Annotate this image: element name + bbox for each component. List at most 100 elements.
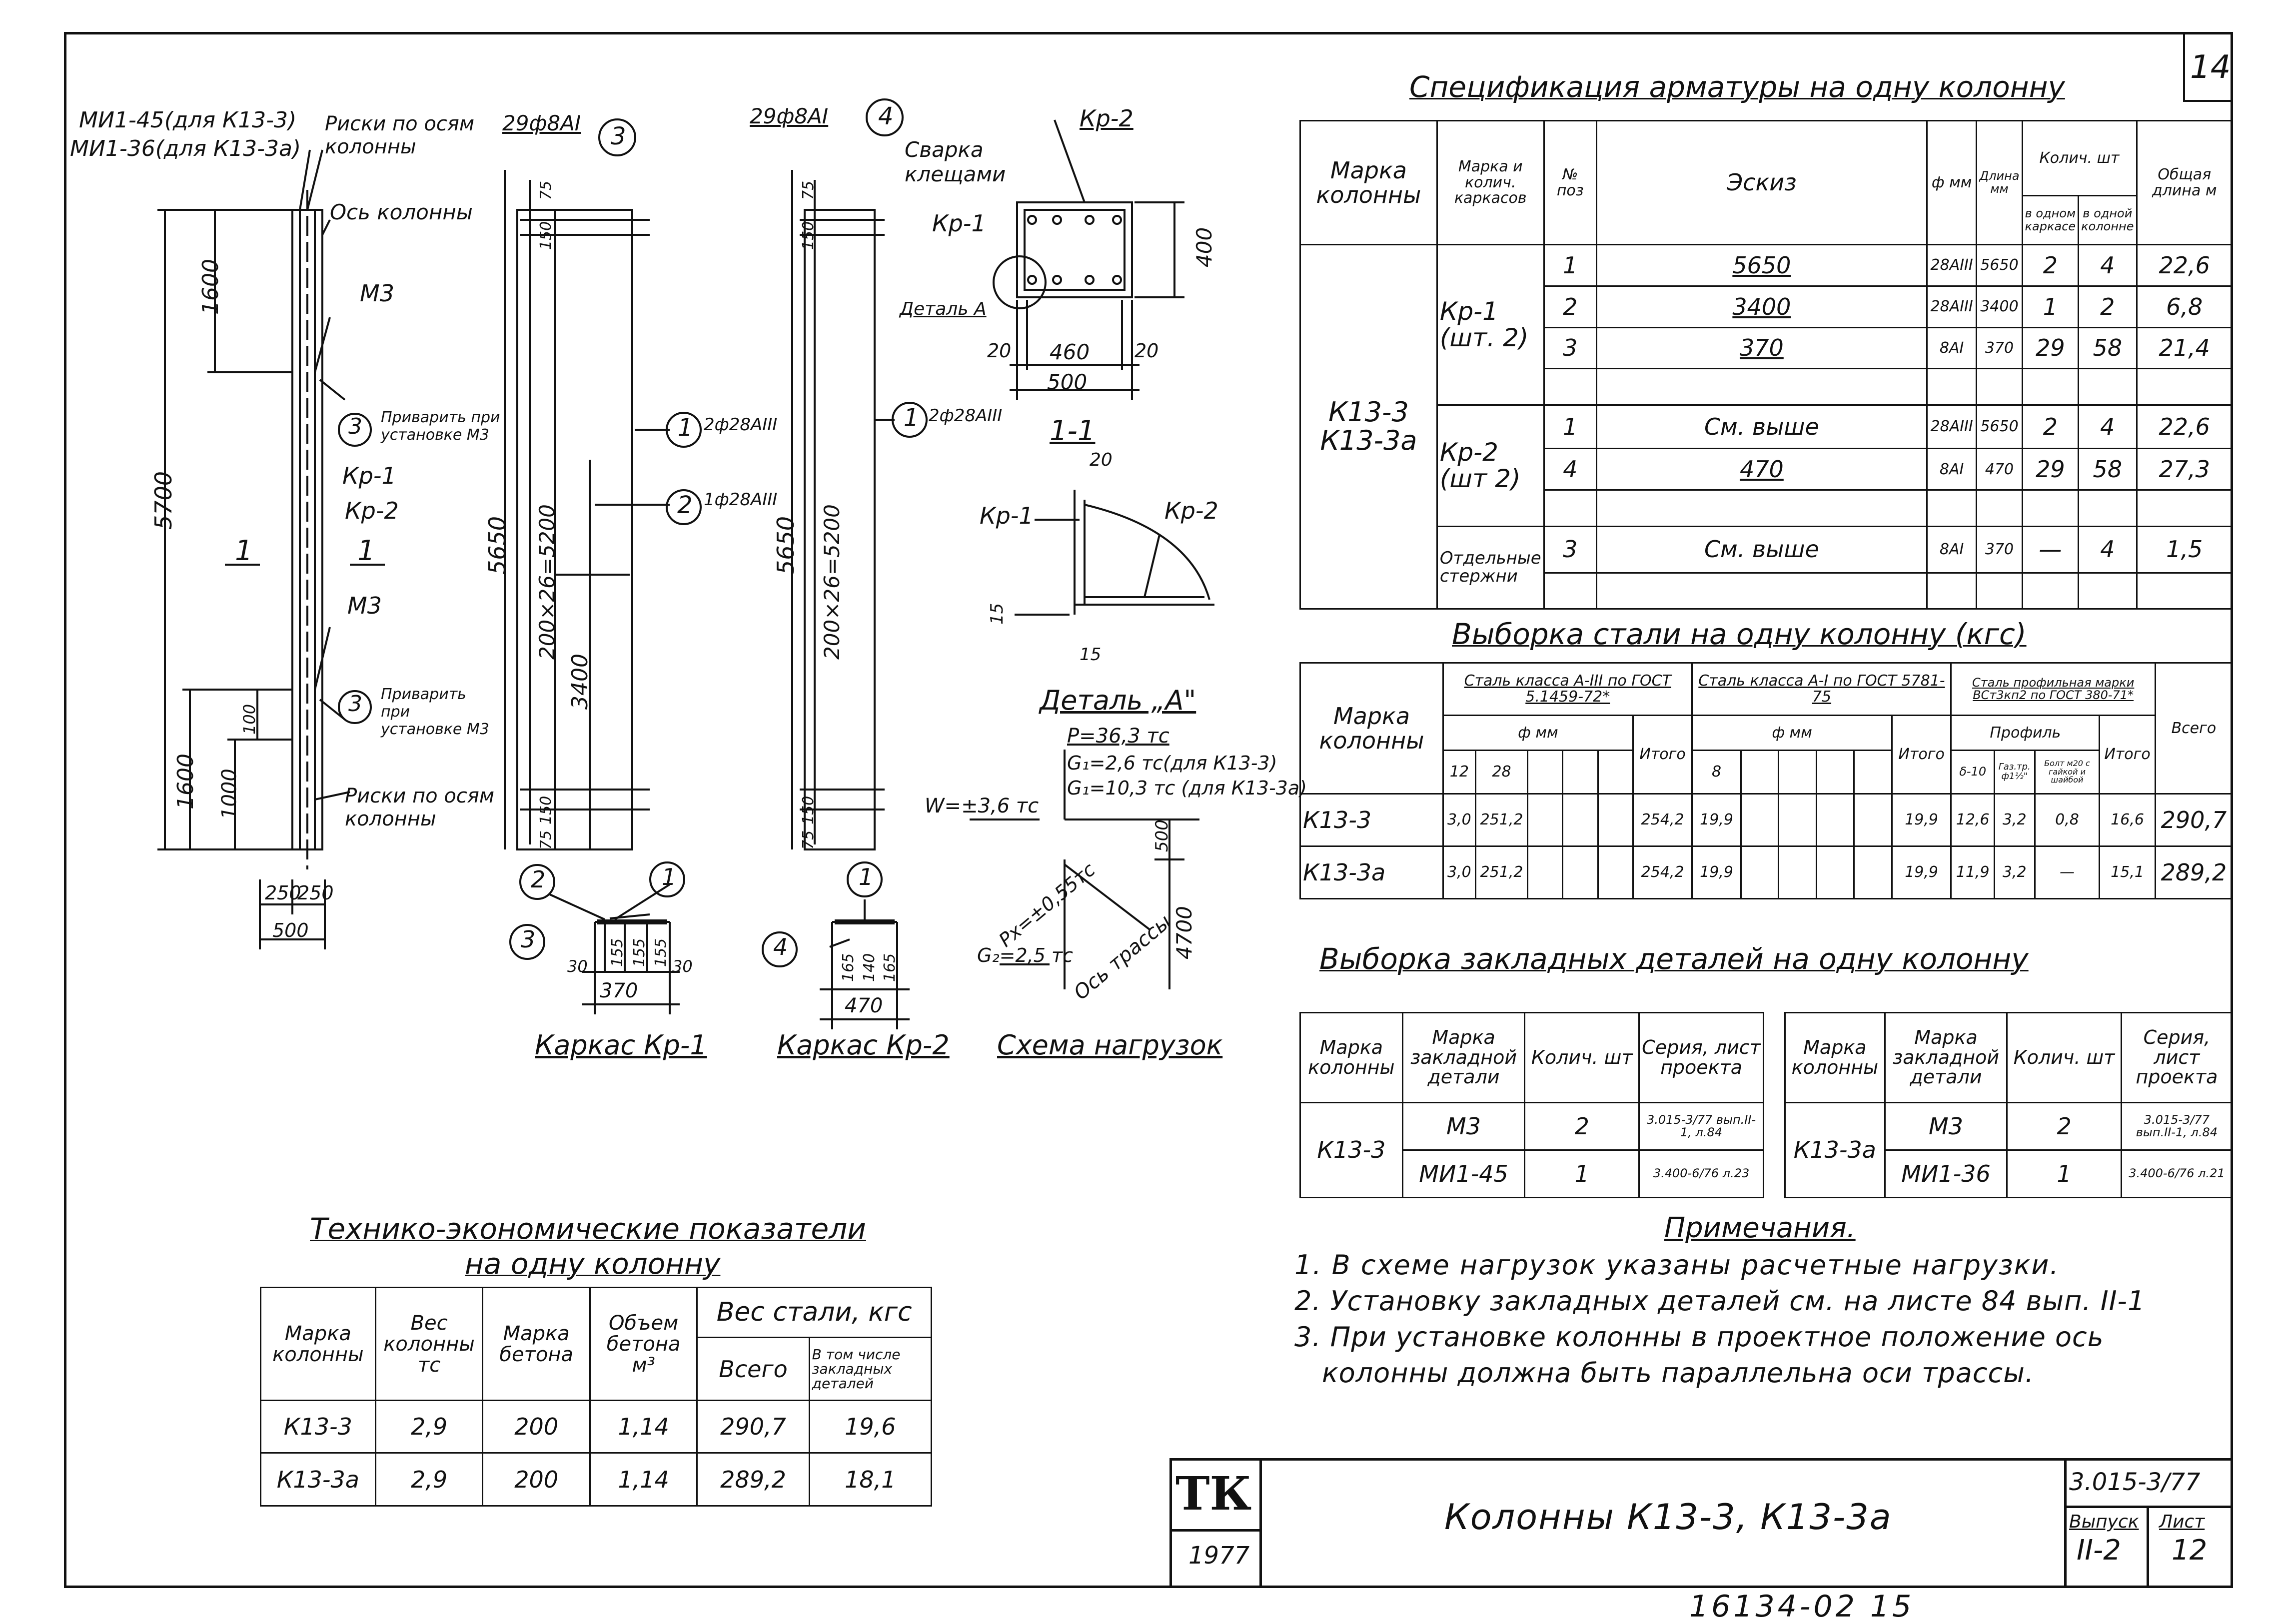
- kr1-sec-155b: 155: [631, 938, 648, 967]
- spec-per-col: 4: [2078, 404, 2138, 450]
- spec-h-dia: ф мм: [1926, 119, 1978, 246]
- steel-title: Выборка стали на одну колонну (кгс): [1452, 617, 2027, 651]
- col-label-top1: МИ1-45(для К13-3): [79, 107, 297, 133]
- section-mark-left: 1: [235, 535, 253, 567]
- kr2-sec-circle-1: 1: [859, 863, 874, 890]
- kr1-dim-3400: 3400: [567, 654, 593, 710]
- emb-qty: 1: [2006, 1149, 2122, 1198]
- steel-h-prof: Сталь профильная марки ВСт3кп2 по ГОСТ 3…: [1950, 662, 2156, 716]
- spec-len: 370: [1976, 525, 2023, 574]
- emb-qty: 1: [1524, 1149, 1640, 1198]
- steel-h-mark: Марка колонны: [1299, 662, 1444, 795]
- spec-total: 22,6: [2136, 244, 2233, 287]
- spec-h-per-frame: в одном каркасе: [2021, 194, 2080, 246]
- spec-per-frame: 29: [2021, 326, 2080, 370]
- sec-dim-460: 460: [1050, 340, 1090, 364]
- spec-pos: 2: [1543, 285, 1597, 328]
- spec-sketch: 370: [1595, 326, 1928, 370]
- section-mark-right: 1: [357, 535, 375, 567]
- spec-dia: 8АI: [1926, 448, 1978, 491]
- pos2-circle: 2: [677, 491, 693, 519]
- spec-pos: 4: [1543, 448, 1597, 491]
- circle3-bottom: 3: [348, 691, 362, 717]
- emb-h-mark: Марка колонны: [1299, 1012, 1403, 1103]
- steel-p2: 3,2: [1993, 845, 2036, 899]
- emb-h-mark: Марка колонны: [1784, 1012, 1886, 1103]
- steel-p2: 3,2: [1993, 793, 2036, 847]
- kr1-label-col: Кр-1: [342, 462, 396, 489]
- emb-qty: 2: [1524, 1102, 1640, 1151]
- emb-h-qty: Колич. шт: [1524, 1012, 1640, 1103]
- kr2-pos1-label: 2ф28АIII: [929, 406, 1003, 426]
- spec-len: 5650: [1976, 244, 2023, 287]
- circle3-top: 3: [348, 414, 362, 439]
- dim-100: 100: [240, 704, 259, 735]
- sec-dim-500: 500: [1047, 370, 1088, 394]
- spec-per-col: 58: [2078, 448, 2138, 491]
- spec-per-col: 4: [2078, 244, 2138, 287]
- detail-a-kr1: Кр-1: [980, 502, 1034, 529]
- sec-dim-400: 400: [1192, 227, 1216, 267]
- emb-right-mark: К13-3а: [1784, 1102, 1886, 1198]
- kr1-top-label: 29ф8АI: [502, 111, 581, 135]
- spec-dia: 28АIII: [1926, 285, 1978, 328]
- emb-h-detail: Марка закладной детали: [1884, 1012, 2008, 1103]
- steel-a12: 3,0: [1442, 845, 1476, 899]
- spec-per-col: 2: [2078, 285, 2138, 328]
- tei-table: Марка колонны Вес колонны тс Марка бетон…: [260, 1286, 933, 1507]
- spec-dia: 8АI: [1926, 525, 1978, 574]
- spec-table: Марка колонны Марка и колич. каркасов № …: [1299, 119, 2233, 610]
- spec-h-mark: Марка колонны: [1299, 119, 1438, 246]
- tei-concrete: 200: [482, 1452, 591, 1507]
- emb-detail: М3: [1401, 1102, 1526, 1151]
- pos1-label: 2ф28АIII: [704, 415, 778, 435]
- stamp-issue-label: Выпуск: [2069, 1512, 2139, 1532]
- steel-p3: 0,8: [2034, 793, 2101, 847]
- embedded-table-left: Марка колонны Марка закладной детали Кол…: [1299, 1012, 1764, 1198]
- spec-dia: 8АI: [1926, 326, 1978, 370]
- spec-len: 470: [1976, 448, 2023, 491]
- spec-pos: 3: [1543, 326, 1597, 370]
- spec-per-frame: 2: [2021, 404, 2080, 450]
- tei-total: 289,2: [696, 1452, 810, 1507]
- spec-sketch: См. выше: [1595, 525, 1928, 574]
- emb-detail: М3: [1884, 1102, 2008, 1151]
- spec-total: 21,4: [2136, 326, 2233, 370]
- emb-detail: МИ1-45: [1401, 1149, 1526, 1198]
- note-1: 1. В схеме нагрузок указаны расчетные на…: [1294, 1249, 2060, 1281]
- steel-a28: 251,2: [1474, 845, 1529, 899]
- dim-500-col: 500: [272, 919, 309, 941]
- sec-dim-20-right: 20: [1135, 340, 1159, 362]
- tei-weight: 2,9: [374, 1400, 484, 1454]
- dim-5700: 5700: [150, 471, 177, 530]
- kr2-sec-circle-4: 4: [773, 933, 788, 960]
- steel-h-a3: Сталь класса А-III по ГОСТ 5.1459-72*: [1442, 662, 1693, 716]
- steel-p-tot: 15,1: [2099, 845, 2156, 899]
- emb-h-qty: Колич. шт: [2006, 1012, 2122, 1103]
- spec-h-pos: № поз: [1543, 119, 1597, 246]
- weld-note-top: Приварить при установке М3: [381, 409, 500, 444]
- kr2-dim-75-top: 75: [800, 180, 817, 200]
- steel-h-itogo-a1: Итого: [1891, 714, 1952, 795]
- notes-title: Примечания.: [1664, 1212, 1856, 1244]
- spec-pos: 1: [1543, 404, 1597, 450]
- steel-b8: 19,9: [1691, 845, 1742, 899]
- stamp-sheet: 12: [2172, 1534, 2208, 1567]
- spec-pos: 1: [1543, 244, 1597, 287]
- tei-weight: 2,9: [374, 1452, 484, 1507]
- note-3-cont: колонны должна быть параллельна оси трас…: [1322, 1357, 2035, 1389]
- kr1-sec-30-right: 30: [672, 957, 693, 976]
- load-500: 500: [1152, 819, 1172, 852]
- steel-row-mark: К13-3а: [1299, 845, 1444, 899]
- kr2-circle-4: 4: [878, 102, 894, 130]
- spec-total: 1,5: [2136, 525, 2233, 574]
- kr1-dim-150-bot: 150: [537, 796, 555, 824]
- emb-h-series: Серия, лист проекта: [2120, 1012, 2234, 1103]
- emb-series: 3.400-6/76 л.23: [1638, 1149, 1764, 1198]
- emb-left-mark: К13-3: [1299, 1102, 1403, 1198]
- spec-len: 3400: [1976, 285, 2023, 328]
- emb-series: 3.400-6/76 л.21: [2120, 1149, 2234, 1198]
- steel-table: Марка колонны Сталь класса А-III по ГОСТ…: [1299, 662, 2234, 899]
- tei-mark: К13-3: [260, 1400, 376, 1454]
- tei-title2: на одну колонну: [465, 1247, 721, 1281]
